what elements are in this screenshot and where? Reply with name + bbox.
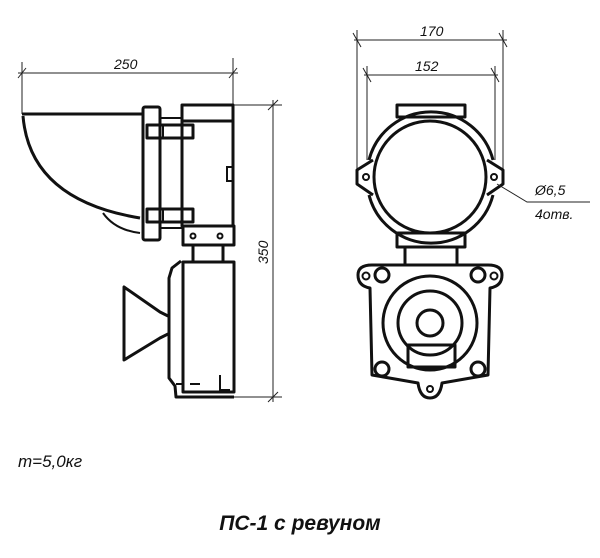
dim-350-label: 350 <box>255 240 271 264</box>
mount-plate <box>181 224 236 264</box>
hole-callout: Ø6,5 4отв. <box>496 182 590 222</box>
hole-diameter-label: Ø6,5 <box>534 182 566 198</box>
dimension-350: 350 <box>234 99 282 403</box>
front-view: 170 152 <box>352 23 590 400</box>
drawing-title: ПС-1 с ревуном <box>219 512 381 535</box>
mass-label: m=5,0кг <box>18 452 83 471</box>
mount-hole <box>362 173 370 181</box>
mount-hole <box>490 173 498 181</box>
horn-front <box>356 263 504 400</box>
dimension-152: 152 <box>362 58 500 160</box>
hole-count-label: 4отв. <box>535 206 573 222</box>
mount-bracket <box>141 103 235 242</box>
dim-170-label: 170 <box>420 23 444 39</box>
dome-front <box>355 103 505 267</box>
side-view: 250 <box>17 56 282 403</box>
siren-dome <box>21 112 143 234</box>
dimension-250: 250 <box>17 56 238 114</box>
dim-250-label: 250 <box>113 56 138 72</box>
dimension-170: 170 <box>352 23 508 172</box>
horn-box <box>122 259 236 399</box>
dim-152-label: 152 <box>415 58 439 74</box>
